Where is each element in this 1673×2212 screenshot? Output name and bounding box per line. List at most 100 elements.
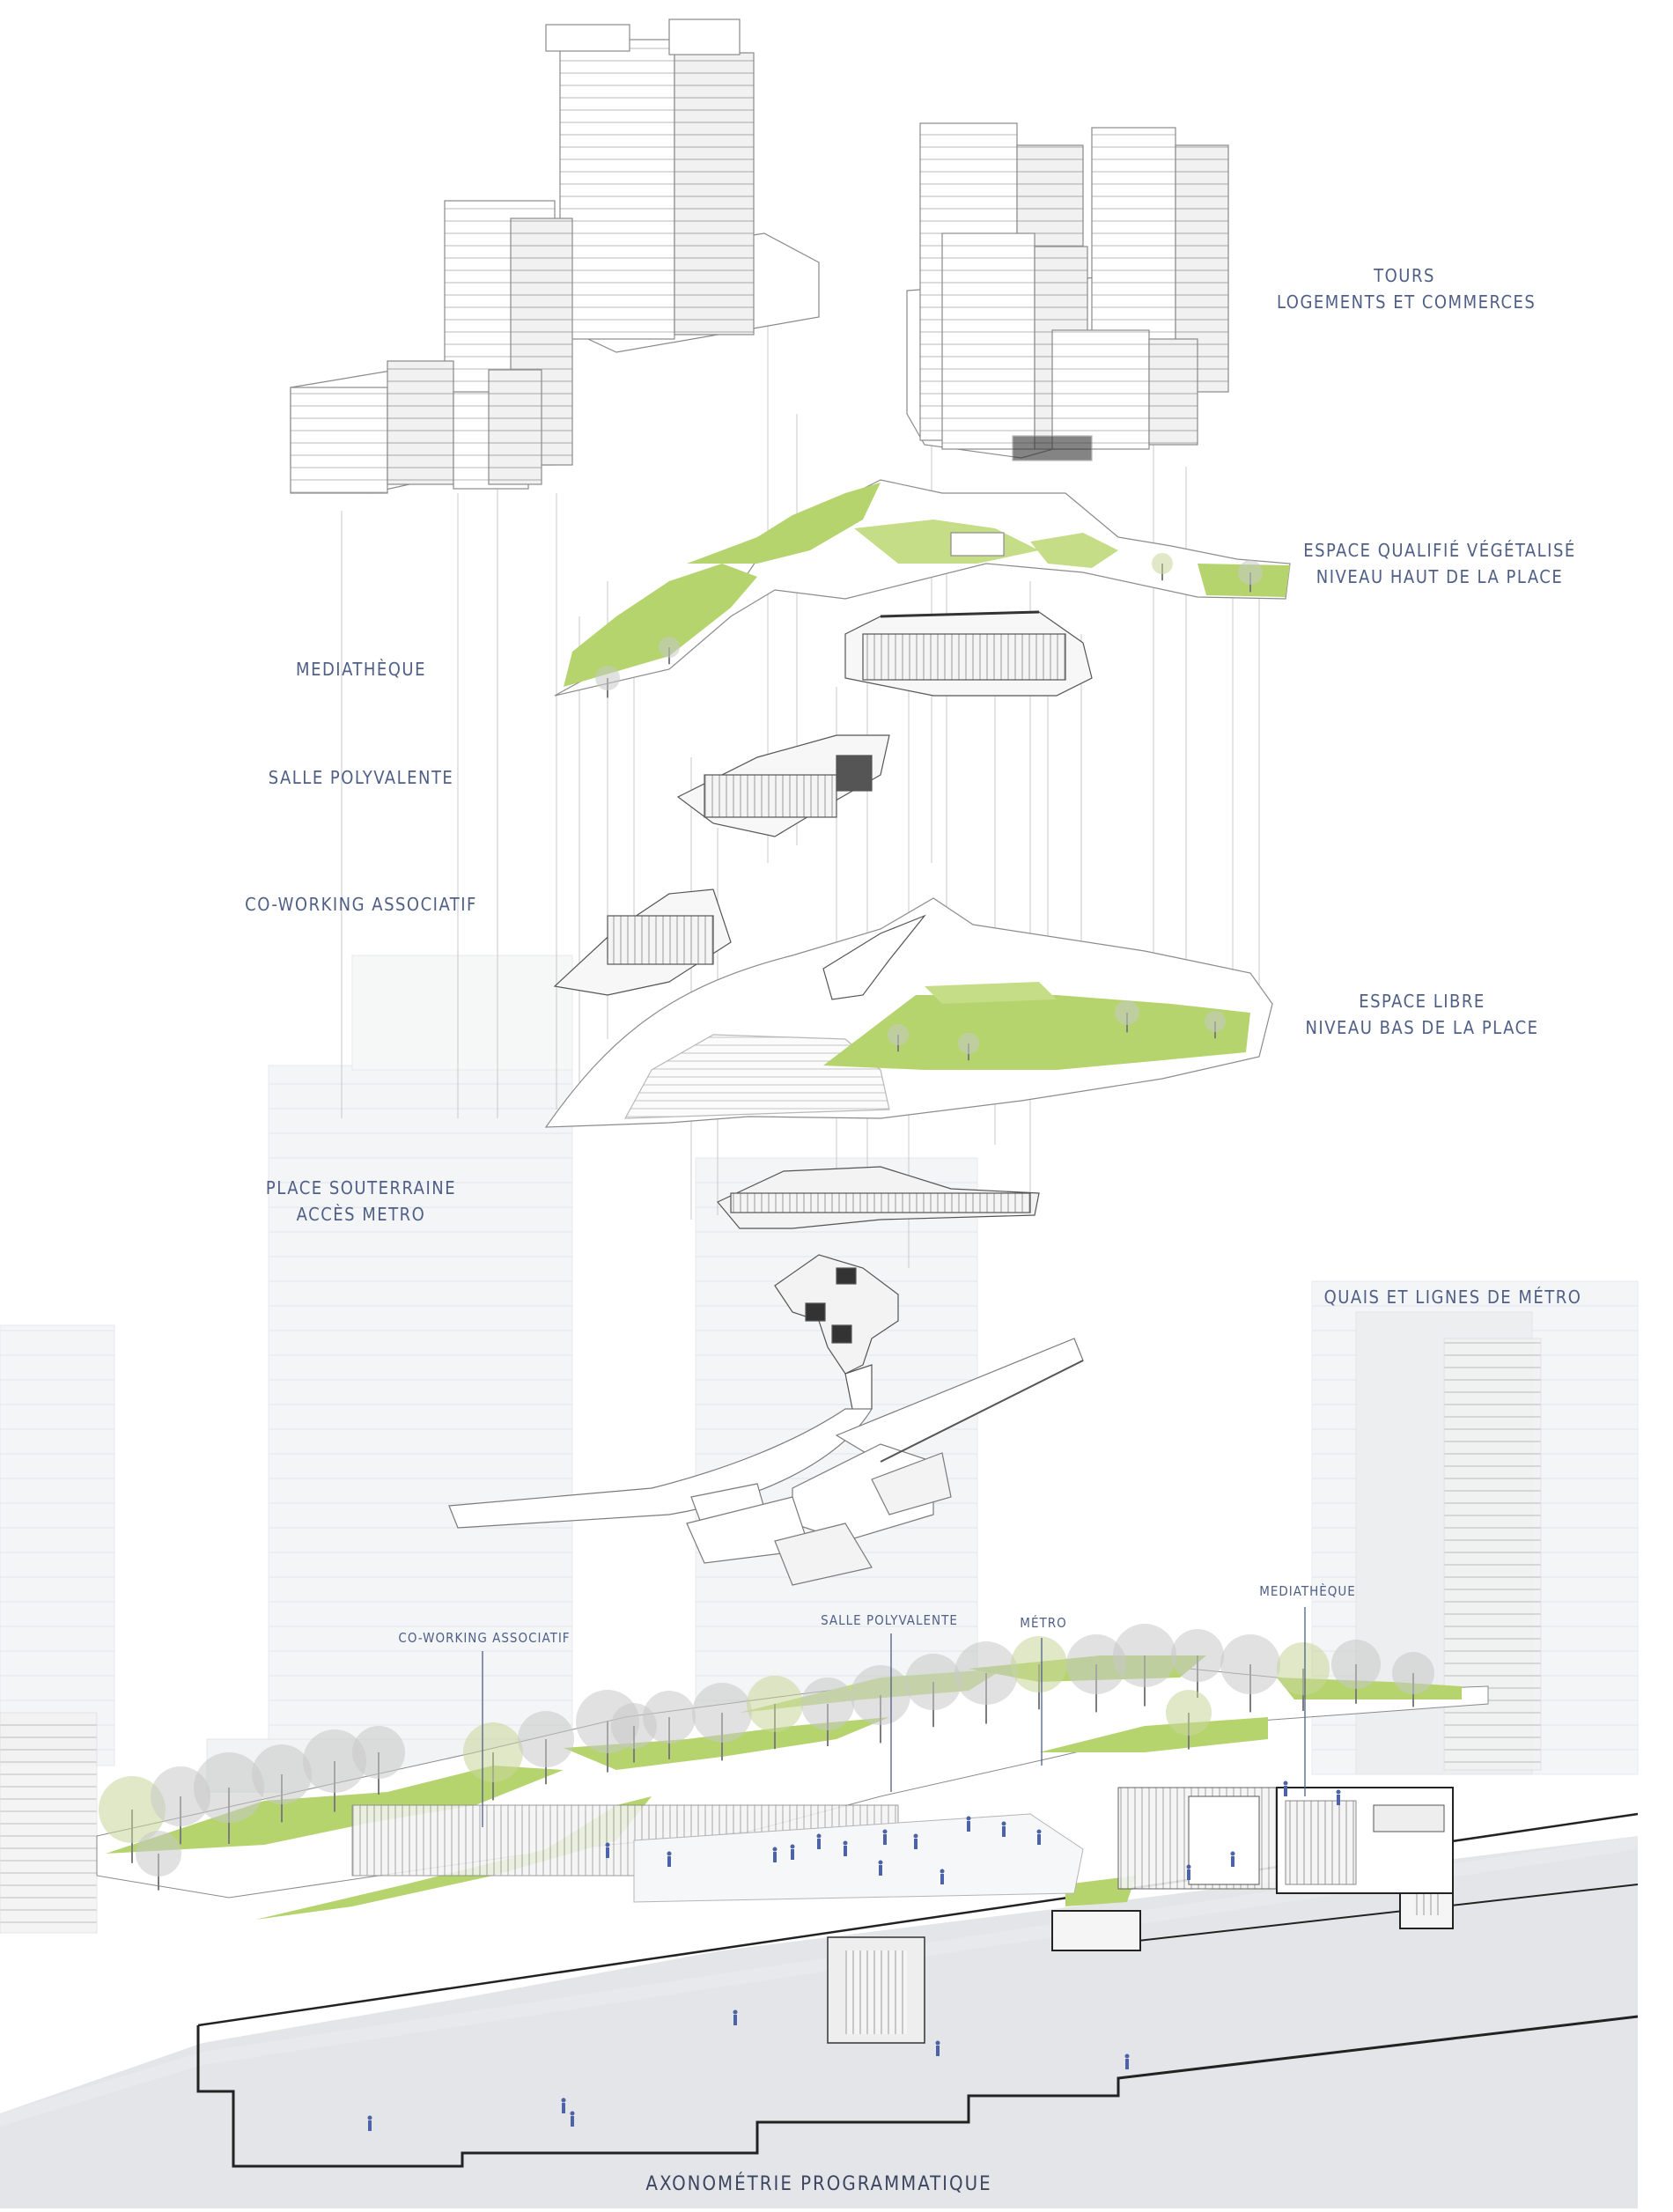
section-label-mediatheque: MEDIATHÈQUE: [1233, 1582, 1382, 1600]
tree-crown: [1238, 560, 1263, 585]
person-head: [733, 2009, 738, 2015]
tree-crown: [1011, 1636, 1067, 1692]
person-head: [570, 2111, 575, 2116]
tree-crown: [1277, 1642, 1330, 1695]
person-head: [966, 1816, 971, 1821]
tree-crown: [463, 1722, 523, 1782]
caption-title: AXONOMÉTRIE PROGRAMMATIQUE: [528, 2171, 1109, 2198]
person-body: [1337, 1795, 1340, 1805]
tree-crown: [851, 1665, 910, 1725]
person-head: [913, 1833, 918, 1839]
label-quais-text: QUAIS ET LIGNES DE MÉTRO: [1323, 1287, 1582, 1308]
towers-block: [290, 18, 1229, 494]
label-espace-libre-line2: NIVEAU BAS DE LA PLACE: [1305, 1017, 1539, 1038]
tree-crown: [1392, 1652, 1434, 1694]
label-quais: QUAIS ET LIGNES DE MÉTRO: [1303, 1284, 1603, 1310]
label-place-souterraine-line2: ACCÈS METRO: [296, 1204, 426, 1225]
tree-crown: [1066, 1634, 1126, 1694]
tree-crown: [1115, 1000, 1139, 1025]
person-head: [882, 1829, 888, 1834]
tree-crown: [1205, 1011, 1226, 1032]
person-head: [1001, 1821, 1006, 1826]
person-body: [879, 1865, 882, 1876]
tree-crown: [1220, 1634, 1280, 1694]
tree-crown: [958, 1033, 979, 1054]
section-leader-lines: [482, 1607, 1306, 1827]
label-espace-libre: ESPACE LIBRE NIVEAU BAS DE LA PLACE: [1286, 988, 1559, 1041]
tree-crown: [1152, 553, 1173, 574]
person-body: [844, 1846, 847, 1856]
person-body: [1187, 1869, 1190, 1880]
label-espace-libre-line1: ESPACE LIBRE: [1359, 991, 1485, 1012]
section-label-metro: MÉTRO: [1004, 1614, 1083, 1632]
label-tours: TOURS LOGEMENTS ET COMMERCES: [1277, 262, 1537, 315]
tree-crown: [611, 1703, 657, 1749]
person-head: [816, 1833, 822, 1839]
tree-crown: [1331, 1640, 1381, 1689]
tree-crown: [954, 1641, 1018, 1705]
person-body: [562, 2103, 565, 2113]
label-coworking-text: CO-WORKING ASSOCIATIF: [245, 894, 477, 915]
person-head: [1036, 1829, 1042, 1834]
person-body: [1125, 2059, 1129, 2069]
tree-crown: [659, 637, 680, 658]
person-body: [571, 2116, 574, 2127]
section-label-salle-polyvalente-text: SALLE POLYVALENTE: [821, 1612, 958, 1628]
stairs-descent: [774, 1254, 899, 1419]
section-label-salle-polyvalente: SALLE POLYVALENTE: [801, 1611, 977, 1629]
person-head: [878, 1860, 883, 1865]
underground-plaza-volume: [717, 1166, 1040, 1229]
person-body: [1037, 1834, 1041, 1845]
tree-crown: [352, 1726, 405, 1779]
section-label-coworking-text: CO-WORKING ASSOCIATIF: [398, 1630, 571, 1646]
tree-crown: [692, 1683, 752, 1743]
tree-crown: [136, 1831, 181, 1877]
label-mediatheque: MEDIATHÈQUE: [247, 656, 475, 682]
person-head: [940, 1869, 945, 1874]
person-head: [843, 1840, 848, 1846]
lower-plaza-level: [544, 897, 1273, 1128]
tree-crown: [905, 1654, 962, 1710]
mediatheque-volume: [844, 610, 1093, 697]
trees: [99, 553, 1434, 1891]
label-salle-polyvalente-text: SALLE POLYVALENTE: [268, 767, 454, 788]
person-body: [733, 2015, 737, 2025]
tree-crown: [518, 1711, 574, 1767]
label-tours-line2: LOGEMENTS ET COMMERCES: [1277, 291, 1537, 313]
person-body: [967, 1821, 970, 1832]
person-body: [940, 1874, 944, 1884]
tree-crown: [194, 1752, 264, 1823]
person-head: [790, 1844, 795, 1849]
person-body: [773, 1852, 777, 1862]
tree-crown: [1166, 1690, 1212, 1736]
tree-crown: [1171, 1629, 1224, 1682]
person-head: [667, 1851, 672, 1856]
person-body: [606, 1847, 609, 1858]
tree-crown: [801, 1677, 854, 1730]
tree-crown: [252, 1744, 312, 1804]
label-espace-qualifie-line2: NIVEAU HAUT DE LA PLACE: [1316, 566, 1564, 587]
salle-polyvalente-volume: [676, 734, 890, 837]
tree-crown: [1113, 1624, 1176, 1687]
caption-title-text: AXONOMÉTRIE PROGRAMMATIQUE: [645, 2173, 992, 2195]
person-body: [791, 1849, 794, 1860]
ground-section: [0, 1800, 1639, 2208]
label-salle-polyvalente: SALLE POLYVALENTE: [247, 764, 475, 791]
person-body: [1284, 1786, 1287, 1796]
person-head: [561, 2098, 566, 2103]
person-head: [1124, 2053, 1130, 2059]
upper-landscape-level: [554, 479, 1291, 697]
person-head: [772, 1847, 778, 1852]
person-head: [1283, 1781, 1288, 1786]
person-body: [667, 1856, 671, 1867]
person-body: [817, 1839, 821, 1849]
person-body: [1231, 1856, 1234, 1867]
person-head: [1186, 1864, 1191, 1869]
label-espace-qualifie-line1: ESPACE QUALIFIÉ VÉGÉTALISÉ: [1303, 540, 1576, 561]
label-tours-line1: TOURS: [1374, 265, 1435, 286]
section-label-mediatheque-text: MEDIATHÈQUE: [1259, 1583, 1356, 1599]
person-head: [1336, 1789, 1341, 1795]
label-espace-qualifie: ESPACE QUALIFIÉ VÉGÉTALISÉ NIVEAU HAUT D…: [1272, 537, 1607, 590]
